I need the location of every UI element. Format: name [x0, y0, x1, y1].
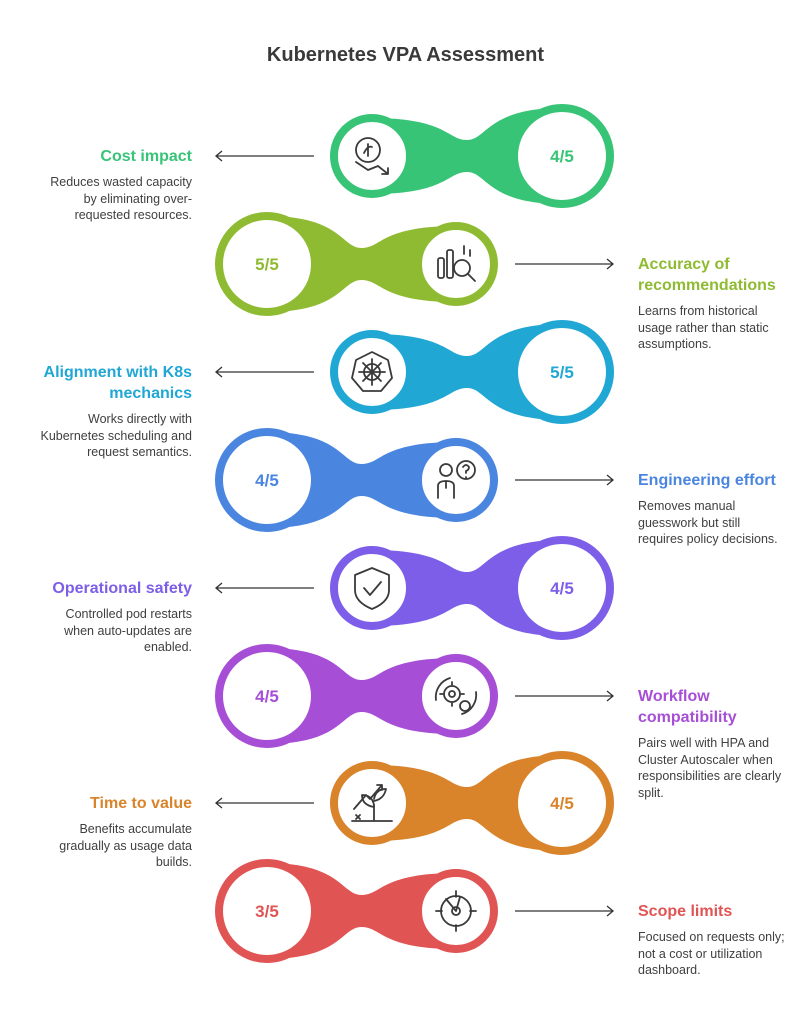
node-circle: [330, 761, 414, 845]
connector-band: [372, 108, 562, 204]
connector-band: [372, 540, 562, 636]
arrow-icon: [515, 690, 615, 702]
node-circle: [215, 859, 319, 963]
arrow-icon: [515, 258, 615, 270]
connector-band: [267, 863, 456, 959]
score-label: 4/5: [550, 147, 574, 166]
data-analysis-icon: [437, 245, 476, 282]
arrow-icon: [214, 582, 314, 594]
connector-row: 5/5: [215, 212, 615, 316]
score-label: 4/5: [550, 579, 574, 598]
node-circle: [215, 428, 319, 532]
node-circle: [510, 536, 614, 640]
connector-row: 3/5: [215, 859, 615, 963]
item-title: Scope limits: [638, 903, 733, 920]
kubernetes-helm-icon: [351, 351, 393, 392]
arrow-icon: [515, 905, 615, 917]
arrow-icon: [214, 150, 314, 162]
arrow-icon: [214, 366, 314, 378]
connector-band: [267, 648, 456, 744]
item-description: Controlled pod restarts when auto-update…: [64, 607, 192, 654]
connector-row: 5/5: [214, 320, 614, 424]
connector-band: [372, 755, 562, 851]
item-title: Time to value: [90, 795, 192, 812]
item-description: Pairs well with HPA and Cluster Autoscal…: [638, 736, 782, 800]
connector-row: 4/5: [214, 751, 614, 855]
connector-band: [267, 432, 456, 528]
item-title: Accuracy of recommendations: [638, 256, 776, 294]
item-description: Works directly with Kubernetes schedulin…: [40, 412, 192, 459]
connector-row: 4/5: [215, 644, 615, 748]
item-description: Reduces wasted capacity by eliminating o…: [50, 175, 192, 222]
target-scope-icon: [435, 890, 477, 932]
node-circle: [510, 104, 614, 208]
connector-band: [372, 324, 562, 420]
node-circle: [215, 212, 319, 316]
person-question-icon: [437, 460, 476, 499]
item-title: Cost impact: [100, 148, 192, 165]
item-description: Removes manual guesswork but still requi…: [638, 499, 778, 546]
node-circle: [215, 644, 319, 748]
score-label: 5/5: [255, 255, 279, 274]
node-circle: [510, 751, 614, 855]
item-title: Engineering effort: [638, 472, 776, 489]
connector-band: [267, 216, 456, 312]
node-circle: [414, 438, 498, 522]
node-circle: [330, 114, 414, 198]
score-label: 4/5: [550, 794, 574, 813]
score-label: 5/5: [550, 363, 574, 382]
item-title: Operational safety: [52, 580, 192, 597]
arrow-icon: [214, 797, 314, 809]
node-circle: [414, 654, 498, 738]
shield-check-icon: [354, 567, 390, 610]
item-description: Benefits accumulate gradually as usage d…: [59, 822, 192, 869]
item-title: Alignment with K8s mechanics: [43, 364, 192, 402]
arrow-icon: [515, 474, 615, 486]
item-description: Learns from historical usage rather than…: [638, 304, 769, 351]
plant-growth-icon: [351, 784, 393, 822]
score-label: 3/5: [255, 902, 279, 921]
node-circle: [330, 546, 414, 630]
item-title: Workflow compatibility: [638, 688, 737, 726]
score-label: 4/5: [255, 471, 279, 490]
connector-row: 4/5: [214, 104, 614, 208]
cost-trend-icon: [355, 137, 389, 175]
node-circle: [510, 320, 614, 424]
connector-row: 4/5: [214, 536, 614, 640]
score-label: 4/5: [255, 687, 279, 706]
gears-cycle-icon: [434, 677, 478, 715]
connector-row: 4/5: [215, 428, 615, 532]
page-title: Kubernetes VPA Assessment: [266, 44, 545, 66]
item-description: Focused on requests only; not a cost or …: [638, 930, 785, 977]
